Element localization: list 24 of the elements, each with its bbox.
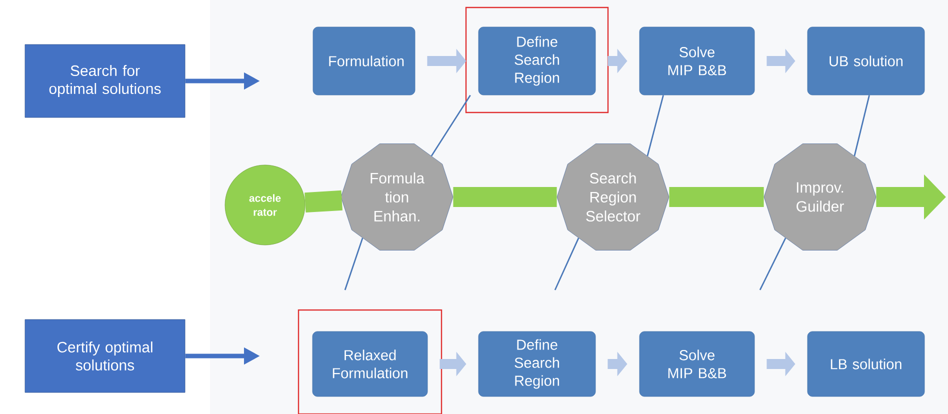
process-box: Relaxed Formulation [312, 331, 428, 397]
process-box: LB solution [807, 331, 925, 397]
process-box: Define Search Region [478, 331, 596, 397]
fishbone-line [344, 238, 364, 290]
fishbone-line [854, 95, 870, 156]
fishbone-line [646, 95, 664, 156]
goal-box: Search for optimal solutions [24, 44, 186, 118]
highlight-frame [298, 309, 442, 414]
spine-line [453, 187, 557, 207]
process-box: Solve MIP B&B [639, 26, 755, 96]
goal-box: Certify optimal solutions [24, 319, 186, 393]
component-polygon: Search Region Selector [556, 144, 670, 250]
process-box: UB solution [807, 26, 925, 96]
process-box: Formulation [312, 26, 416, 96]
spine-line [669, 187, 764, 207]
highlight-frame [465, 6, 609, 114]
fishbone-line [554, 238, 580, 290]
process-box: Define Search Region [478, 26, 596, 96]
component-polygon: Improv. Guilder [764, 144, 876, 250]
spine-line [304, 190, 342, 213]
fishbone-line [759, 238, 786, 290]
fishbone-line [430, 94, 471, 156]
component-polygon: Formula tion Enhan. [340, 144, 454, 250]
process-box: Solve MIP B&B [639, 331, 755, 397]
